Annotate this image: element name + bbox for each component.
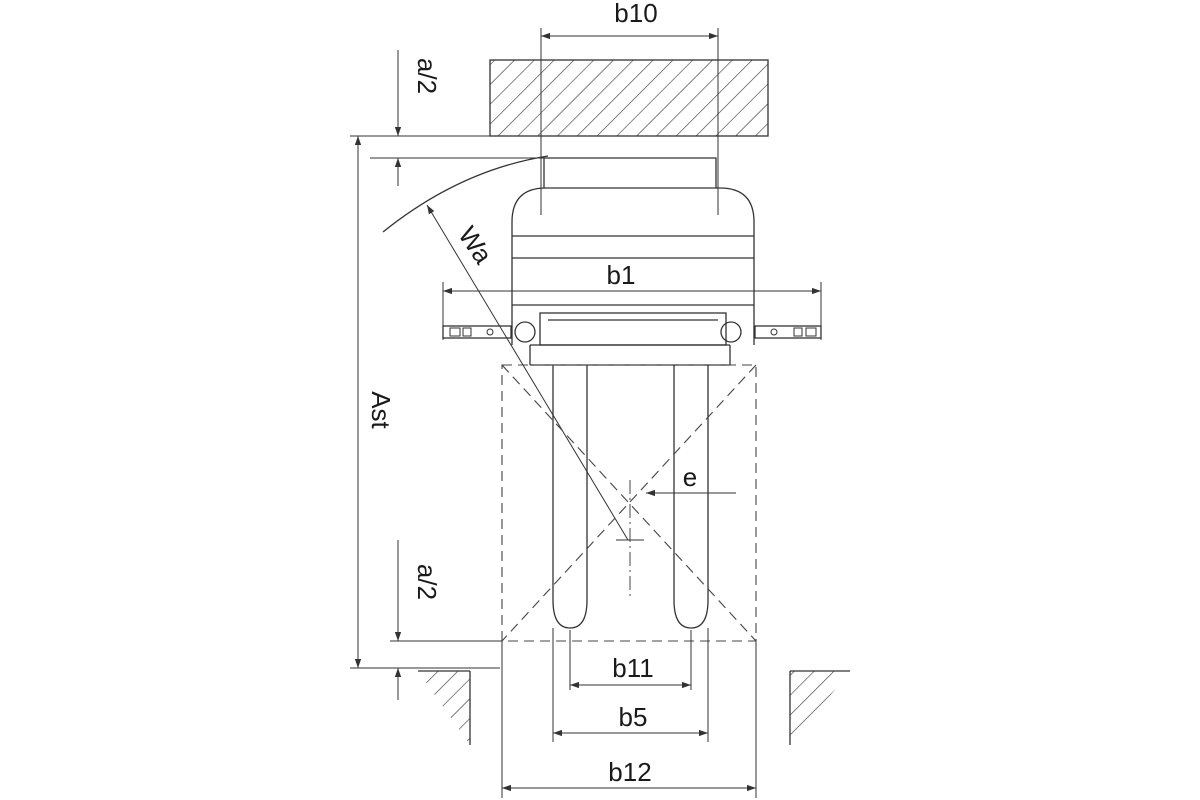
label-wa: Wa [452, 221, 498, 270]
load-block [489, 59, 769, 137]
left-aisle-wall [418, 670, 471, 745]
dimension-b10: b10 [540, 0, 719, 215]
dimension-e: e [646, 462, 736, 497]
right-wheel [720, 321, 742, 343]
dimension-b12: b12 [501, 641, 757, 798]
left-fork [552, 365, 588, 629]
dimension-a2-top: a/2 [350, 50, 545, 186]
dimension-b5: b5 [552, 628, 709, 742]
dimension-ast: Ast [350, 136, 500, 669]
right-fork [673, 365, 709, 629]
pallet-outline [501, 364, 757, 642]
label-a2-bottom: a/2 [412, 564, 442, 600]
dimension-b1: b1 [442, 260, 822, 340]
label-b11: b11 [612, 653, 653, 683]
truck-body [511, 157, 755, 346]
label-b5: b5 [619, 702, 648, 732]
right-handle [754, 325, 822, 339]
turning-radius-wa: Wa [382, 155, 629, 541]
dimension-b11: b11 [569, 630, 692, 690]
label-ast: Ast [366, 391, 396, 429]
left-wheel [514, 321, 536, 343]
label-e: e [683, 462, 697, 492]
label-a2-top: a/2 [412, 58, 442, 94]
label-b1: b1 [607, 260, 636, 290]
right-aisle-wall [789, 670, 850, 745]
dimension-a2-bottom: a/2 [390, 540, 502, 700]
label-b10: b10 [614, 0, 657, 28]
label-b12: b12 [608, 757, 651, 787]
